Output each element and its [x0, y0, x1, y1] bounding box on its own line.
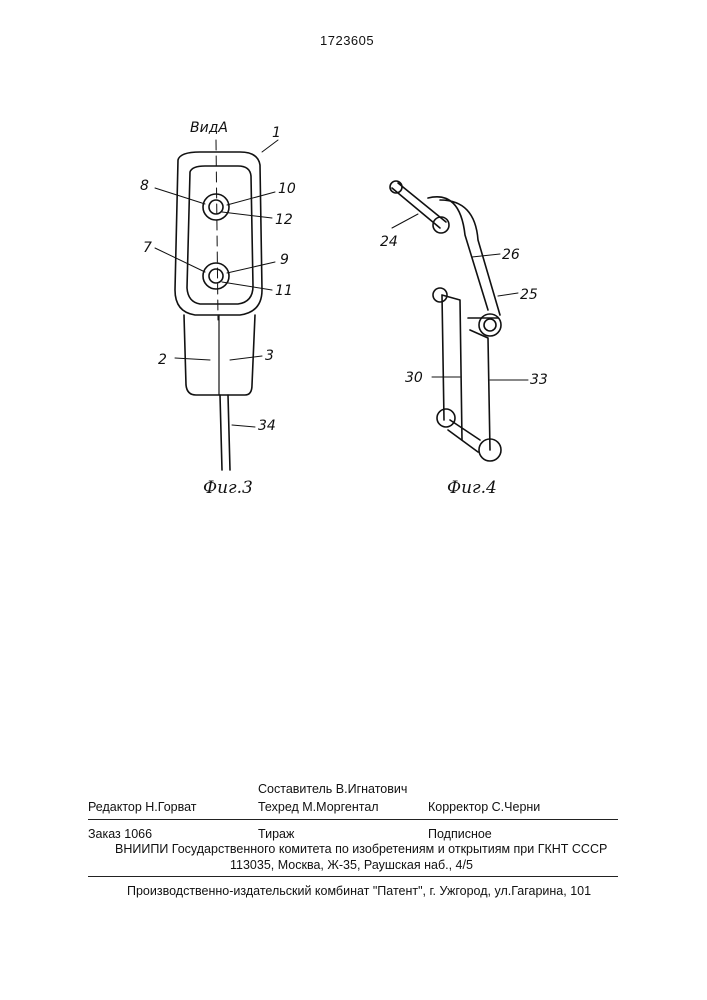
- label-1: 1: [272, 125, 281, 141]
- figure-3-caption: Фиг.3: [203, 478, 253, 498]
- label-2: 2: [158, 352, 167, 368]
- hole-lower-outer: [203, 263, 229, 289]
- label-34: 34: [258, 418, 276, 434]
- subscription-label: Подписное: [428, 827, 492, 841]
- upright-30: [442, 295, 462, 440]
- housing-inner-outline: [187, 166, 253, 304]
- tech-editor-credit: Техред М.Моргентал: [258, 800, 379, 814]
- label-12: 12: [275, 212, 293, 228]
- order-number: Заказ 1066: [88, 827, 152, 841]
- divider-top: [88, 819, 618, 820]
- axis-line: [216, 140, 218, 320]
- figure-4-caption: Фиг.4: [447, 478, 497, 498]
- label-33: 33: [530, 372, 548, 388]
- view-a-label: ВидА: [190, 120, 228, 136]
- institute-line: ВНИИПИ Государственного комитета по изоб…: [115, 842, 607, 856]
- upright-33: [470, 330, 490, 450]
- cross-knob-inner: [484, 319, 496, 331]
- publisher-line: Производственно-издательский комбинат "П…: [127, 884, 591, 898]
- label-3: 3: [265, 348, 274, 364]
- label-9: 9: [280, 252, 289, 268]
- technical-drawing: ВидА 1 8 10 12 7 9 11 2 3 34 24 26 25 30…: [0, 0, 707, 520]
- top-bar-24: [392, 183, 446, 228]
- hole-upper-outer: [203, 194, 229, 220]
- hole-upper-inner: [209, 200, 223, 214]
- label-7: 7: [143, 240, 152, 256]
- label-30: 30: [405, 370, 423, 386]
- label-11: 11: [275, 283, 293, 299]
- left-knob-bottom: [437, 409, 455, 427]
- cable-left: [220, 395, 222, 470]
- label-24: 24: [380, 234, 398, 250]
- label-26: 26: [502, 247, 520, 263]
- divider-bottom: [88, 876, 618, 877]
- label-8: 8: [140, 178, 149, 194]
- circulation-label: Тираж: [258, 827, 294, 841]
- corrector-credit: Корректор С.Черни: [428, 800, 540, 814]
- figure-4-drawing: [390, 181, 528, 461]
- compiler-credit: Составитель В.Игнатович: [258, 782, 407, 796]
- label-25: 25: [520, 287, 538, 303]
- hole-lower-inner: [209, 269, 223, 283]
- cable-right: [228, 395, 230, 470]
- editor-credit: Редактор Н.Горват: [88, 800, 197, 814]
- curved-arm-26: [428, 197, 500, 315]
- address-line: 113035, Москва, Ж-35, Раушская наб., 4/5: [230, 858, 473, 872]
- label-10: 10: [278, 181, 296, 197]
